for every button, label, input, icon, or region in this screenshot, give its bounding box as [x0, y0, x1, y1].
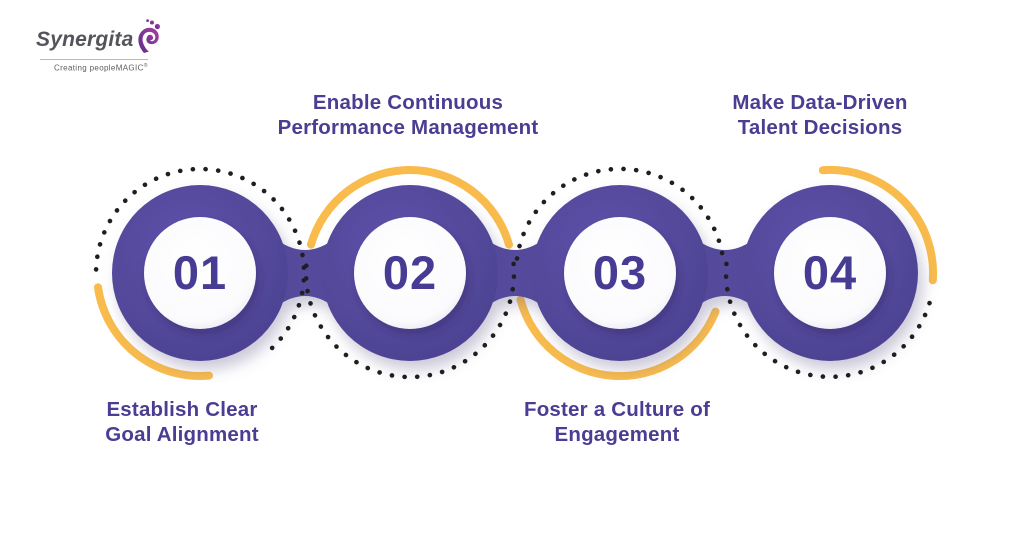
step-number-4: 04: [802, 246, 858, 299]
registered-mark: ®: [143, 63, 148, 69]
step-label-4-line1: Make Data-Driven: [732, 91, 908, 114]
yellow-arc-step1: [94, 283, 213, 380]
step-label-1-line1: Establish Clear: [106, 398, 258, 421]
tagline-text: Creating peopleMAGIC: [54, 63, 144, 73]
step-label-2-line1: Enable Continuous: [312, 91, 504, 114]
step-inner-circle-1: [144, 217, 256, 329]
step-label-4: Make Data-Driven Talent Decisions: [680, 90, 960, 140]
yellow-arc-step4: [818, 165, 938, 285]
logo-divider: [40, 59, 148, 60]
step-label-1: Establish Clear Goal Alignment: [42, 397, 322, 447]
logo-flame-icon: [135, 16, 161, 59]
step-label-3-line2: Engagement: [554, 423, 680, 446]
step-inner-circle-4: [774, 217, 886, 329]
step-number-3: 03: [592, 246, 648, 299]
step-label-4-line2: Talent Decisions: [737, 116, 903, 139]
dotted-arc-step2: [303, 261, 517, 380]
step-label-1-line2: Goal Alignment: [105, 423, 259, 446]
step-number-1: 01: [172, 246, 228, 299]
yellow-arc-step3: [516, 295, 720, 381]
step-inner-circle-2: [354, 217, 466, 329]
yellow-arc-step2: [307, 166, 513, 249]
step-label-2: Enable Continuous Performance Management: [268, 90, 548, 140]
dotted-arc-step3: [514, 166, 726, 261]
step-label-3-line1: Foster a Culture of: [523, 398, 711, 421]
step-label-2-line2: Performance Management: [277, 116, 539, 139]
brand-name: Synergita: [36, 28, 134, 51]
step-label-3: Foster a Culture of Engagement: [477, 397, 757, 447]
step-inner-circle-3: [564, 217, 676, 329]
step-number-2: 02: [382, 246, 438, 299]
brand-logo: Synergita Creating peopleMAGIC®: [36, 16, 160, 73]
dotted-arc-step1: [93, 166, 307, 353]
brand-tagline: Creating peopleMAGIC®: [54, 63, 154, 73]
